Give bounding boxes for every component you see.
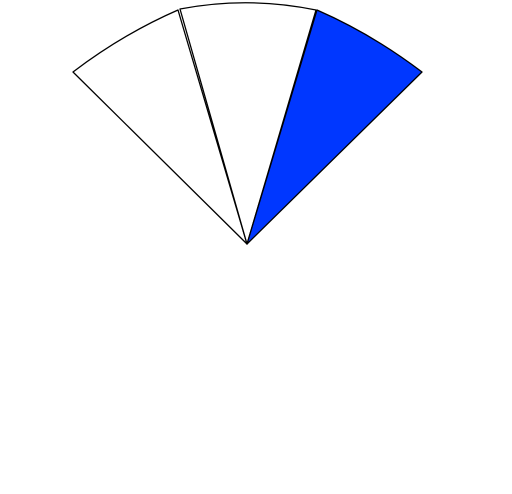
sector-1 bbox=[72, 9, 248, 245]
sector-group bbox=[72, 2, 423, 245]
sector-3-selected bbox=[246, 9, 423, 245]
sector-2 bbox=[179, 2, 317, 245]
